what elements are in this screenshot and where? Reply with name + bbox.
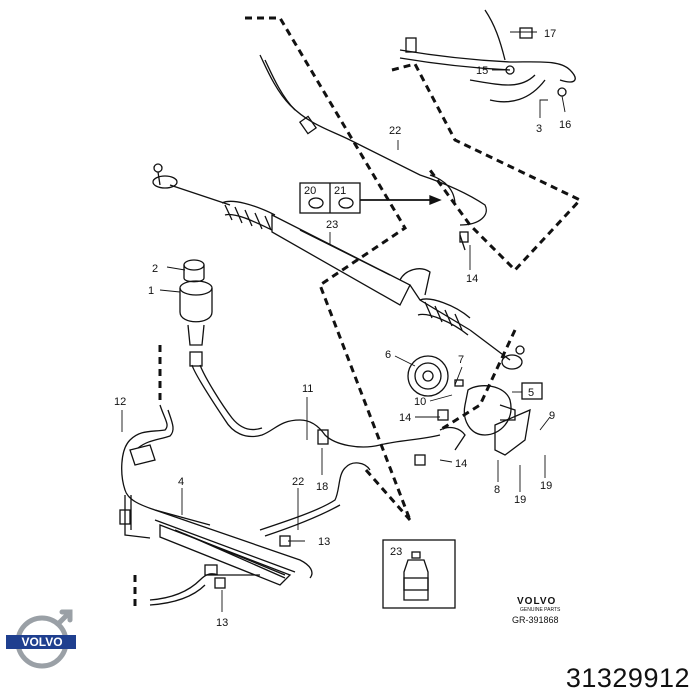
- return-hose: [189, 351, 441, 448]
- genuine-brand-text: VOLVO: [517, 596, 556, 607]
- dashed-outlines: [133, 16, 583, 610]
- callout-17: 17: [544, 28, 556, 40]
- callout-13-bottom: 13: [216, 617, 228, 629]
- callout-14-mid: 14: [399, 412, 411, 424]
- callout-5: 5: [528, 387, 534, 399]
- callout-20: 20: [304, 185, 316, 197]
- callout-9: 9: [549, 410, 555, 422]
- pump-assembly: [407, 355, 531, 456]
- callout-19-right: 19: [540, 480, 552, 492]
- diagram-code: GR-391868: [512, 615, 559, 625]
- pressure-pipe-lower: [214, 409, 449, 589]
- callout-2: 2: [152, 263, 158, 275]
- callout-21: 21: [334, 185, 346, 197]
- callout-8: 8: [494, 484, 500, 496]
- leader-lines: [121, 31, 566, 612]
- pressure-pipe-upper: [259, 54, 487, 226]
- callout-6: 6: [385, 349, 391, 361]
- volvo-logo: VOLVO: [6, 609, 76, 669]
- fluid-bottle-box: [382, 539, 456, 609]
- callout-10: 10: [414, 396, 426, 408]
- callout-18: 18: [316, 481, 328, 493]
- genuine-sub-text: GENUINE PARTS: [520, 607, 561, 613]
- steering-rack: [152, 163, 525, 370]
- callout-19-left: 19: [514, 494, 526, 506]
- callout-12: 12: [114, 396, 126, 408]
- cooler-pipes-top: [399, 9, 576, 103]
- callout-4: 4: [178, 476, 184, 488]
- callout-16: 16: [559, 119, 571, 131]
- cooler-pipes-left: [119, 404, 313, 606]
- callout-1: 1: [148, 285, 154, 297]
- callout-7: 7: [458, 354, 464, 366]
- callout-22-lower: 22: [292, 476, 304, 488]
- callout-3: 3: [536, 123, 542, 135]
- part-number: 31329912: [565, 663, 690, 693]
- callout-15: 15: [476, 65, 488, 77]
- callout-11: 11: [302, 383, 313, 395]
- reservoir: [179, 259, 213, 346]
- callout-box-5: [521, 382, 543, 400]
- callout-labels: 17 15 3 16 22 20 21 23 14 2 1 6 7 5 10 1…: [114, 28, 571, 629]
- volvo-logo-text: VOLVO: [21, 635, 62, 649]
- callout-14-lower: 14: [455, 458, 467, 470]
- callout-23-bottle: 23: [390, 546, 402, 558]
- callout-13-right: 13: [318, 536, 330, 548]
- callout-14-upper: 14: [466, 273, 478, 285]
- genuine-parts-block: VOLVO GENUINE PARTS GR-391868: [512, 596, 561, 625]
- seal-kit-box: [299, 182, 442, 214]
- callout-23-rack: 23: [326, 219, 338, 231]
- callout-22-upper: 22: [389, 125, 401, 137]
